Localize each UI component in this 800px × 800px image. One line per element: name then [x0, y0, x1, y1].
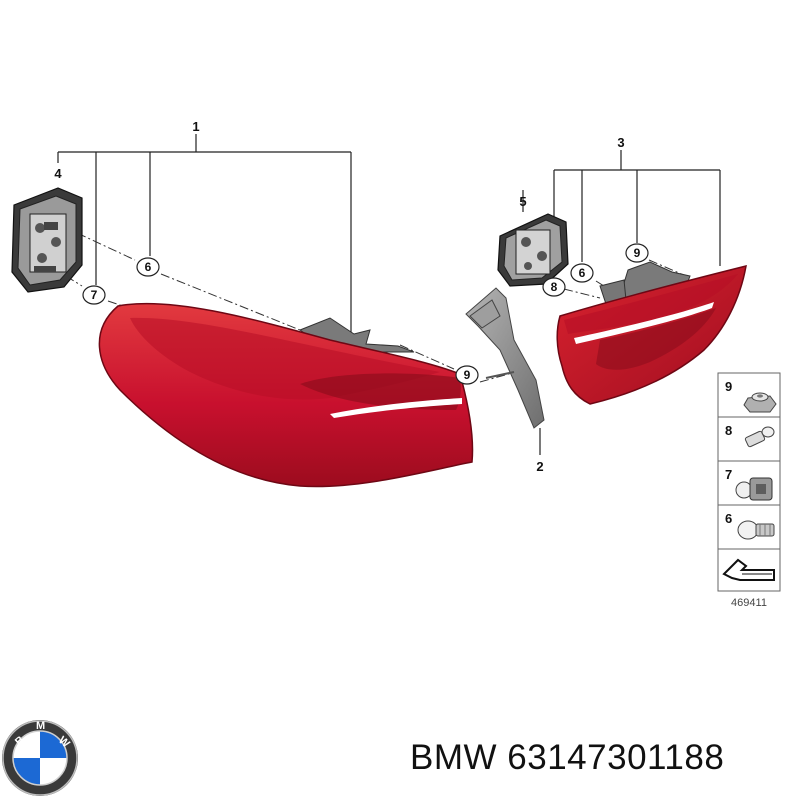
callout-5: 5: [519, 194, 526, 209]
legend-item-8: 8: [725, 423, 775, 448]
legend-number-7: 7: [725, 467, 732, 482]
parts-legend: 9 8 7 6: [717, 372, 781, 609]
inner-tail-lamp: [556, 261, 747, 405]
bulb-socket-icon: [735, 477, 773, 501]
diagram-id: 469411: [731, 597, 767, 609]
brand-name: BMW: [410, 738, 498, 777]
leader-lines: [57, 134, 721, 455]
bulb-icon: [737, 520, 775, 540]
callout-1: 1: [192, 119, 199, 134]
bracket-icon: [722, 558, 775, 581]
mounting-bracket: [465, 287, 545, 429]
callout-2: 2: [536, 459, 543, 474]
svg-text:M: M: [36, 720, 45, 732]
callout-6-left-label: 6: [145, 260, 152, 274]
callout-3: 3: [617, 135, 624, 150]
callout-8: 8: [542, 277, 566, 297]
outer-tail-lamp: [98, 302, 474, 488]
socket-carrier-left: [11, 187, 83, 293]
callout-labels: 1 4 3 5 2: [54, 119, 624, 474]
callout-9-left-label: 9: [464, 368, 471, 382]
callout-7-label: 7: [91, 288, 98, 302]
callout-9-right: 9: [625, 243, 649, 263]
callout-9-left: 9: [455, 365, 479, 385]
legend-number-9: 9: [725, 379, 732, 394]
bmw-logo: B M W: [2, 720, 78, 796]
callout-6-left: 6: [136, 257, 160, 277]
legend-number-6: 6: [725, 511, 732, 526]
callout-8-label: 8: [551, 280, 558, 294]
part-number: 63147301188: [507, 738, 725, 777]
socket-carrier-right: [497, 213, 569, 287]
legend-item-7: 7: [725, 467, 773, 501]
circled-callouts: 6 7 9 6 8 9: [82, 243, 649, 385]
callout-6-right-label: 6: [579, 266, 586, 280]
nut-icon: [743, 392, 777, 413]
legend-item-6: 6: [725, 511, 775, 540]
callout-6-right: 6: [570, 263, 594, 283]
callout-4: 4: [54, 166, 62, 181]
legend-item-bracket: [722, 558, 775, 581]
callout-7: 7: [82, 285, 106, 305]
legend-number-8: 8: [725, 423, 732, 438]
bulb-wedge-icon: [744, 426, 775, 448]
legend-item-9: 9: [725, 379, 777, 413]
brand-part-number-caption: BMW 63147301188: [410, 738, 724, 778]
callout-9-right-label: 9: [634, 246, 641, 260]
